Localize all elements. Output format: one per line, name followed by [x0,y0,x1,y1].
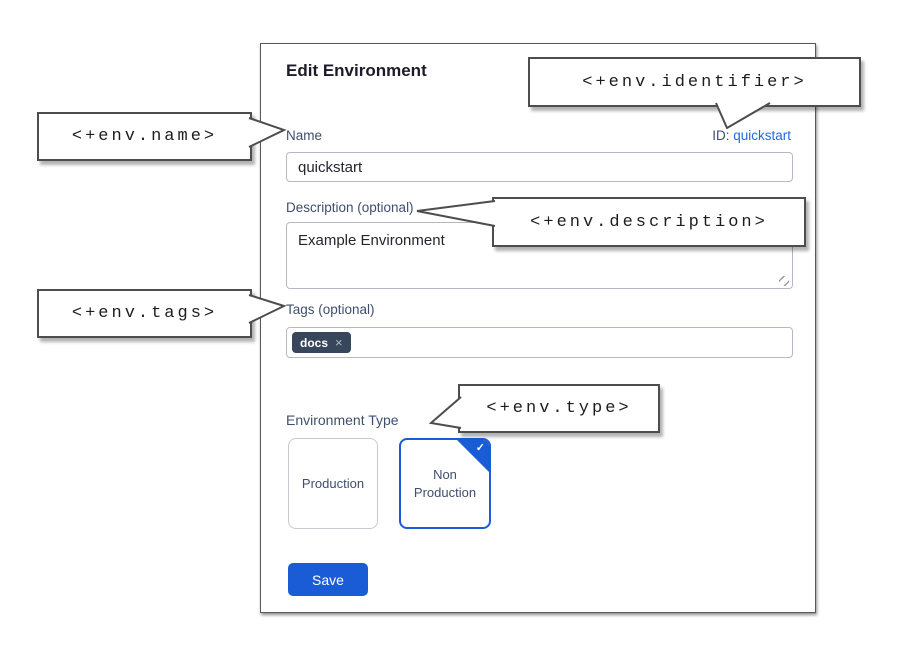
check-icon: ✓ [475,442,485,454]
tags-input[interactable]: docs × [286,327,793,358]
selected-corner [457,440,489,472]
callout-env-name: <+env.name> [37,112,252,161]
environment-type-label: Environment Type [286,412,399,428]
tag-remove-icon[interactable]: × [335,335,343,350]
card-label: Production [301,475,365,491]
identifier-row: ID: quickstart [712,128,791,143]
tag-chip: docs × [292,332,351,353]
environment-type-card-production[interactable]: Production [288,438,378,529]
id-label: ID: [712,128,730,143]
name-input[interactable] [286,152,793,182]
card-label: Non Production [413,466,477,500]
callout-env-identifier: <+env.identifier> [528,57,861,107]
resize-handle-icon[interactable] [779,276,790,287]
callout-env-tags: <+env.tags> [37,289,252,338]
dialog-title: Edit Environment [286,61,427,80]
callout-env-description: <+env.description> [492,197,806,247]
callout-env-type: <+env.type> [458,384,660,433]
description-label: Description (optional) [286,200,414,215]
save-button[interactable]: Save [288,563,368,596]
name-label: Name [286,128,323,143]
tags-label: Tags (optional) [286,302,375,317]
id-value-link[interactable]: quickstart [733,128,791,143]
tag-label: docs [300,335,329,350]
edit-environment-dialog: Edit Environment Name ID: quickstart Des… [260,43,816,613]
environment-type-card-non-production[interactable]: Non Production ✓ [399,438,491,529]
